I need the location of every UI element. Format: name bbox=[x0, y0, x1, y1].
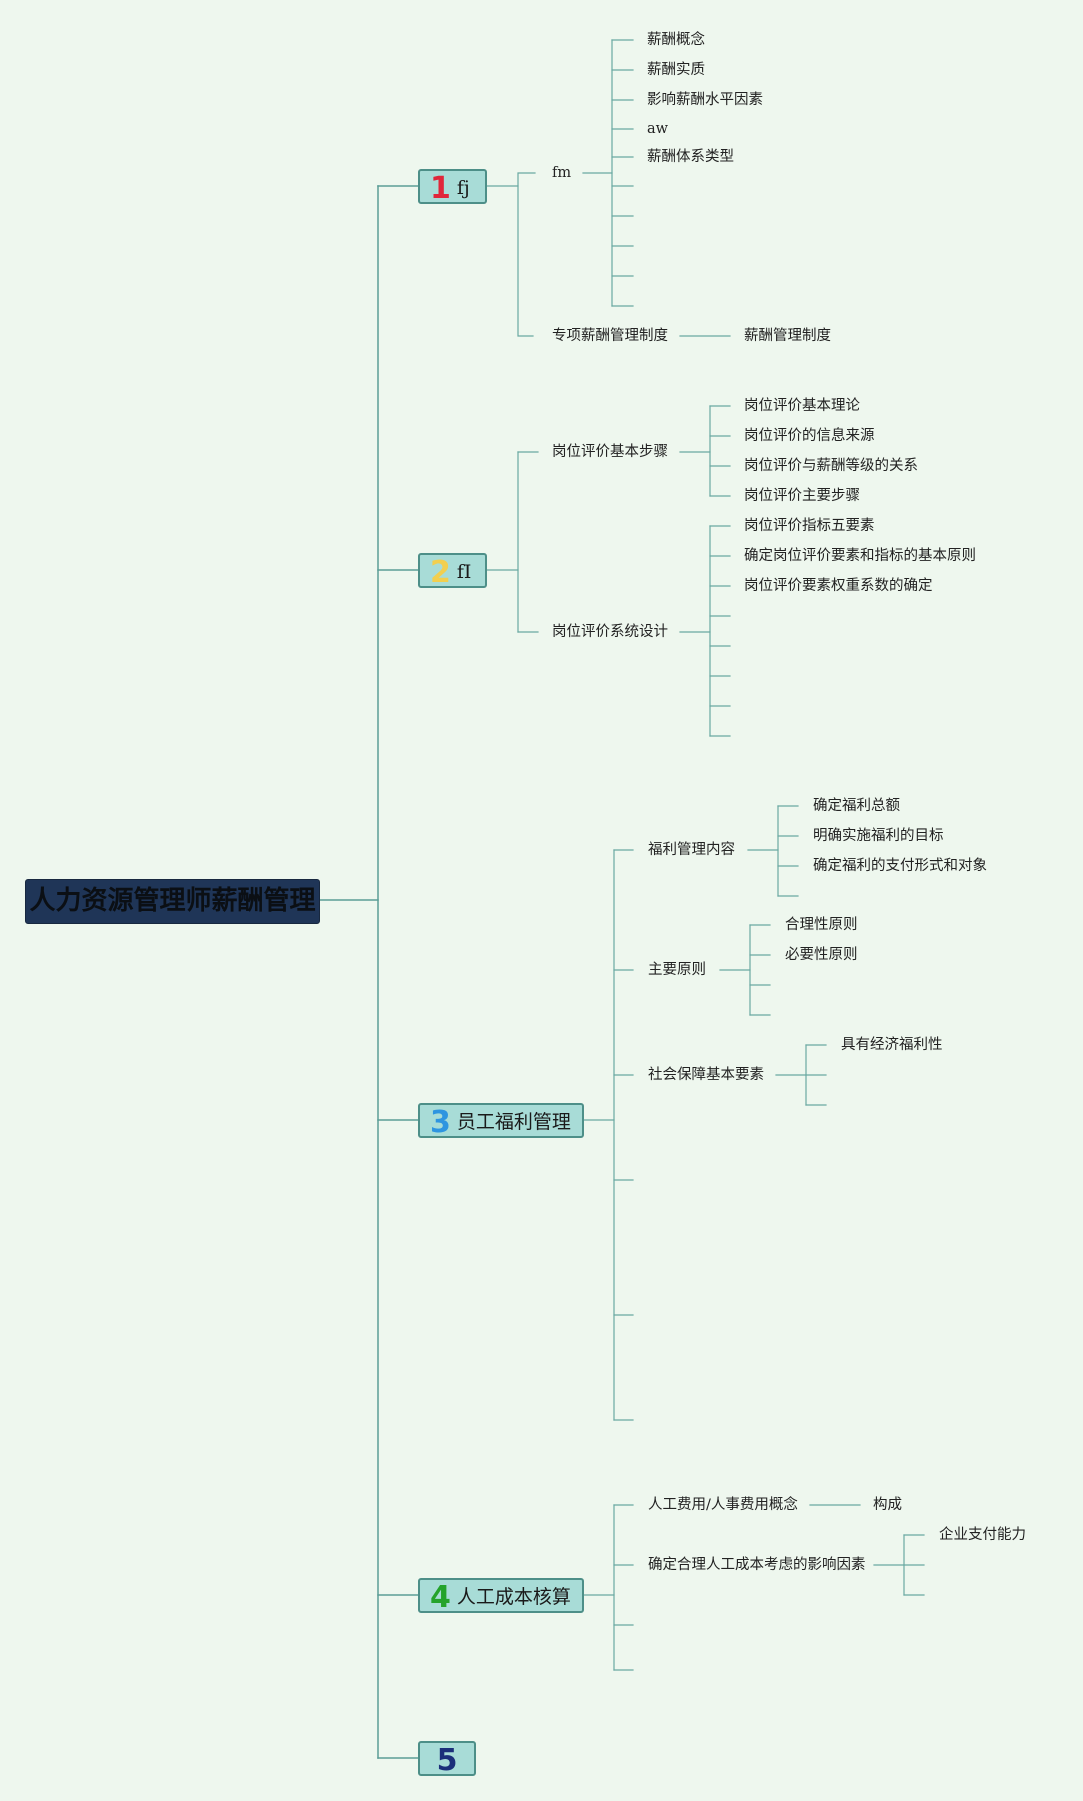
leaf-item[interactable]: 构成 bbox=[873, 1497, 902, 1513]
branch-label-1: fj bbox=[456, 177, 470, 199]
topic-special-salary-system[interactable]: 专项薪酬管理制度 bbox=[552, 328, 668, 344]
leaf-item[interactable]: 必要性原则 bbox=[785, 947, 858, 963]
root-node[interactable]: 人力资源管理师薪酬管理 bbox=[25, 879, 320, 924]
leaf-item[interactable]: aw bbox=[647, 121, 669, 137]
branch-1-connectors bbox=[486, 39, 731, 337]
leaf-item[interactable]: 具有经济福利性 bbox=[841, 1037, 943, 1053]
branch-label-4: 人工成本核算 bbox=[456, 1586, 571, 1608]
leaf-item[interactable]: 确定福利的支付形式和对象 bbox=[813, 858, 987, 874]
leaf-item[interactable]: 薪酬概念 bbox=[647, 32, 705, 48]
branch-number-5: 5 bbox=[436, 1743, 458, 1778]
leaf-item[interactable]: 岗位评价与薪酬等级的关系 bbox=[744, 458, 918, 474]
leaf-item[interactable]: 影响薪酬水平因素 bbox=[647, 92, 763, 108]
branch-label-2: fI bbox=[456, 561, 472, 583]
leaf-item[interactable]: 岗位评价要素权重系数的确定 bbox=[744, 578, 933, 594]
branch-4-connectors bbox=[583, 1504, 925, 1671]
leaf-item[interactable]: 企业支付能力 bbox=[939, 1527, 1026, 1543]
branch-node-5[interactable]: 5 bbox=[418, 1741, 476, 1778]
leaf-item[interactable]: 岗位评价指标五要素 bbox=[744, 518, 875, 534]
branch-label-3: 员工福利管理 bbox=[456, 1111, 571, 1133]
branch-number-2: 2 bbox=[430, 555, 451, 590]
topic-labor-cost-concept[interactable]: 人工费用/人事费用概念 bbox=[648, 1497, 798, 1513]
leaf-item[interactable]: 薪酬实质 bbox=[647, 62, 705, 78]
branch-number-1: 1 bbox=[430, 171, 451, 206]
topic-labor-cost-factors[interactable]: 确定合理人工成本考虑的影响因素 bbox=[648, 1557, 866, 1573]
leaf-item[interactable]: 确定福利总额 bbox=[813, 798, 900, 814]
topic-main-principles[interactable]: 主要原则 bbox=[648, 962, 706, 978]
topic-job-evaluation-steps[interactable]: 岗位评价基本步骤 bbox=[552, 444, 668, 460]
root-connectors bbox=[317, 185, 419, 1759]
leaf-item[interactable]: 确定岗位评价要素和指标的基本原则 bbox=[744, 548, 976, 564]
branch-3-connectors bbox=[583, 805, 827, 1421]
leaf-item[interactable]: 岗位评价主要步骤 bbox=[744, 488, 860, 504]
leaf-item[interactable]: 薪酬管理制度 bbox=[744, 328, 831, 344]
topic-welfare-content[interactable]: 福利管理内容 bbox=[648, 842, 735, 858]
branch-number-4: 4 bbox=[430, 1580, 451, 1615]
leaf-item[interactable]: 薪酬体系类型 bbox=[647, 149, 734, 165]
leaf-item[interactable]: 岗位评价基本理论 bbox=[744, 398, 860, 414]
topic-job-evaluation-design[interactable]: 岗位评价系统设计 bbox=[552, 624, 668, 640]
topic-social-security[interactable]: 社会保障基本要素 bbox=[648, 1067, 764, 1083]
leaf-item[interactable]: 岗位评价的信息来源 bbox=[744, 428, 875, 444]
branch-2-connectors bbox=[486, 405, 731, 737]
topic-fm[interactable]: fm bbox=[552, 165, 572, 181]
branch-number-3: 3 bbox=[430, 1105, 451, 1140]
leaf-item[interactable]: 合理性原则 bbox=[785, 917, 858, 933]
leaf-item[interactable]: 明确实施福利的目标 bbox=[813, 828, 944, 844]
